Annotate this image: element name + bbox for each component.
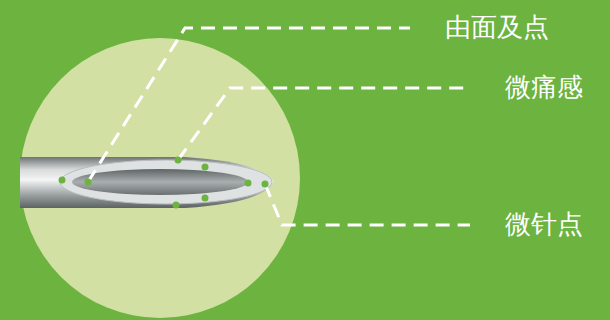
magnifier-circle bbox=[20, 38, 300, 318]
contact-dots bbox=[59, 157, 269, 209]
callout-label: 微针点 bbox=[505, 209, 583, 240]
leader-line bbox=[178, 88, 470, 160]
callout-label: 由面及点 bbox=[445, 12, 549, 43]
needle-bevel bbox=[60, 160, 272, 204]
callout-label: 微痛感 bbox=[505, 72, 583, 103]
needle-shaft bbox=[20, 157, 274, 208]
leader-lines bbox=[88, 28, 470, 225]
leader-line bbox=[265, 184, 470, 225]
needle-lumen bbox=[72, 169, 248, 195]
leader-line bbox=[88, 28, 410, 182]
